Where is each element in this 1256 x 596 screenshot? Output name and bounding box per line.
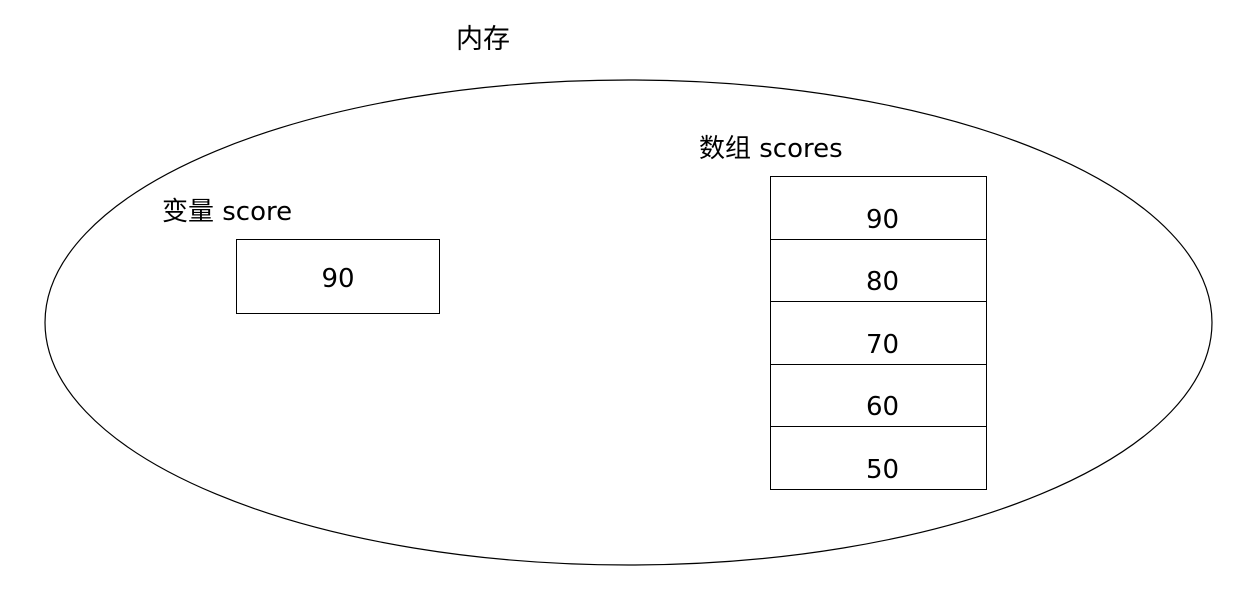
array-cell-value: 60: [865, 392, 900, 423]
array-cell: 60: [771, 365, 986, 428]
array-cell-value: 50: [865, 454, 900, 485]
variable-label: 变量 score: [162, 197, 293, 227]
array-cell: 70: [771, 302, 986, 365]
array-cell: 50: [771, 427, 986, 489]
array-table: 90 80 70 60 50: [770, 176, 987, 490]
variable-box: 90: [236, 239, 440, 314]
array-cell-value: 80: [865, 267, 900, 298]
array-cell: 90: [771, 177, 986, 240]
memory-title: 内存: [456, 24, 510, 55]
array-cell: 80: [771, 240, 986, 303]
array-cell-value: 90: [865, 204, 900, 235]
variable-value: 90: [321, 264, 355, 294]
array-cell-value: 70: [865, 329, 900, 360]
array-label: 数组 scores: [699, 134, 843, 164]
